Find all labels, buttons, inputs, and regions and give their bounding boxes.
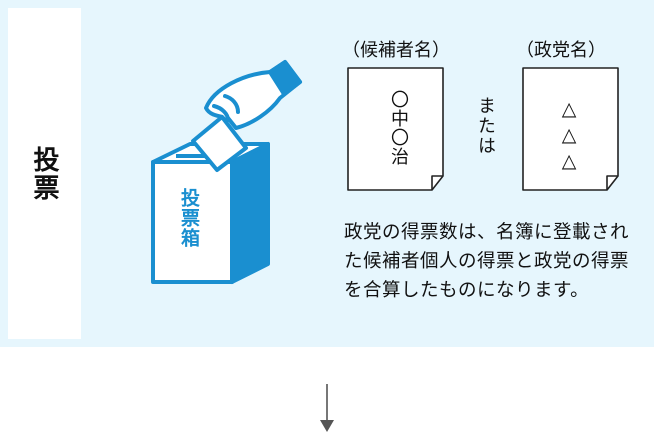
hand-cuff (268, 60, 302, 96)
ballot-candidate-fold (431, 175, 443, 190)
connector-text: または (475, 96, 496, 156)
side-label-box: 投票 (8, 8, 81, 339)
ballot-party-fold (606, 175, 618, 190)
ballot-candidate-caption: （候補者名） (342, 40, 450, 61)
ballot-candidate-paper (347, 67, 444, 191)
hand-finger-1 (223, 94, 240, 114)
hand-finger-2 (212, 104, 230, 122)
ballot-party-text: △△△ (558, 98, 580, 176)
side-label: 投票 (29, 145, 59, 202)
ballot-paper-in-hand (191, 115, 248, 172)
ballot-box-label: 投票箱 (178, 188, 200, 248)
ballot-papers (347, 67, 619, 191)
ballot-party-paper (522, 67, 619, 191)
description-text: 政党の得票数は、名簿に登載された候補者個人の得票と政党の得票を合算したものになり… (344, 222, 630, 301)
ballot-box-side (230, 142, 270, 284)
hand-icon (191, 60, 302, 172)
ballot-party-caption: （政党名） (516, 40, 606, 61)
ballot-box-front (151, 160, 234, 284)
ballot-candidate-text: 〇中〇治 (388, 90, 409, 166)
down-arrow-icon (320, 384, 334, 432)
